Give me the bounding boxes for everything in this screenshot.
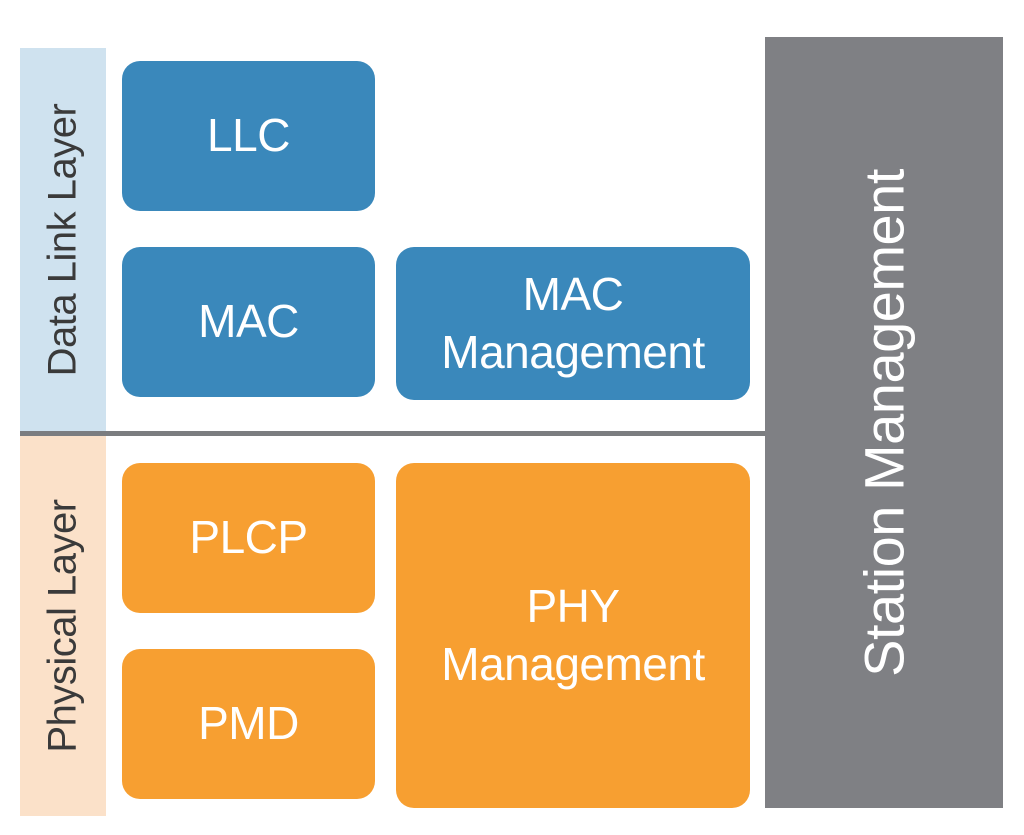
layer-divider <box>20 431 765 436</box>
mac-management-block: MAC Management <box>396 247 750 400</box>
data-link-layer-label: Data Link Layer <box>40 103 85 377</box>
mac-block: MAC <box>122 247 375 397</box>
phy-management-label-line1: PHY <box>526 580 620 632</box>
physical-layer-label: Physical Layer <box>40 499 85 753</box>
phy-management-block: PHY Management <box>396 463 750 808</box>
llc-label: LLC <box>207 109 290 162</box>
mac-label: MAC <box>198 295 299 348</box>
data-link-layer-band: Data Link Layer <box>20 48 106 432</box>
mac-management-label-line2: Management <box>441 325 705 378</box>
plcp-block: PLCP <box>122 463 375 613</box>
pmd-label: PMD <box>198 697 299 750</box>
pmd-block: PMD <box>122 649 375 799</box>
mac-management-label-line1: MAC <box>522 268 624 320</box>
station-management-label: Station Management <box>852 168 916 677</box>
plcp-label: PLCP <box>189 511 308 564</box>
phy-management-label-line2: Management <box>441 637 705 690</box>
physical-layer-band: Physical Layer <box>20 436 106 816</box>
llc-block: LLC <box>122 61 375 211</box>
station-management-block: Station Management <box>765 37 1003 808</box>
